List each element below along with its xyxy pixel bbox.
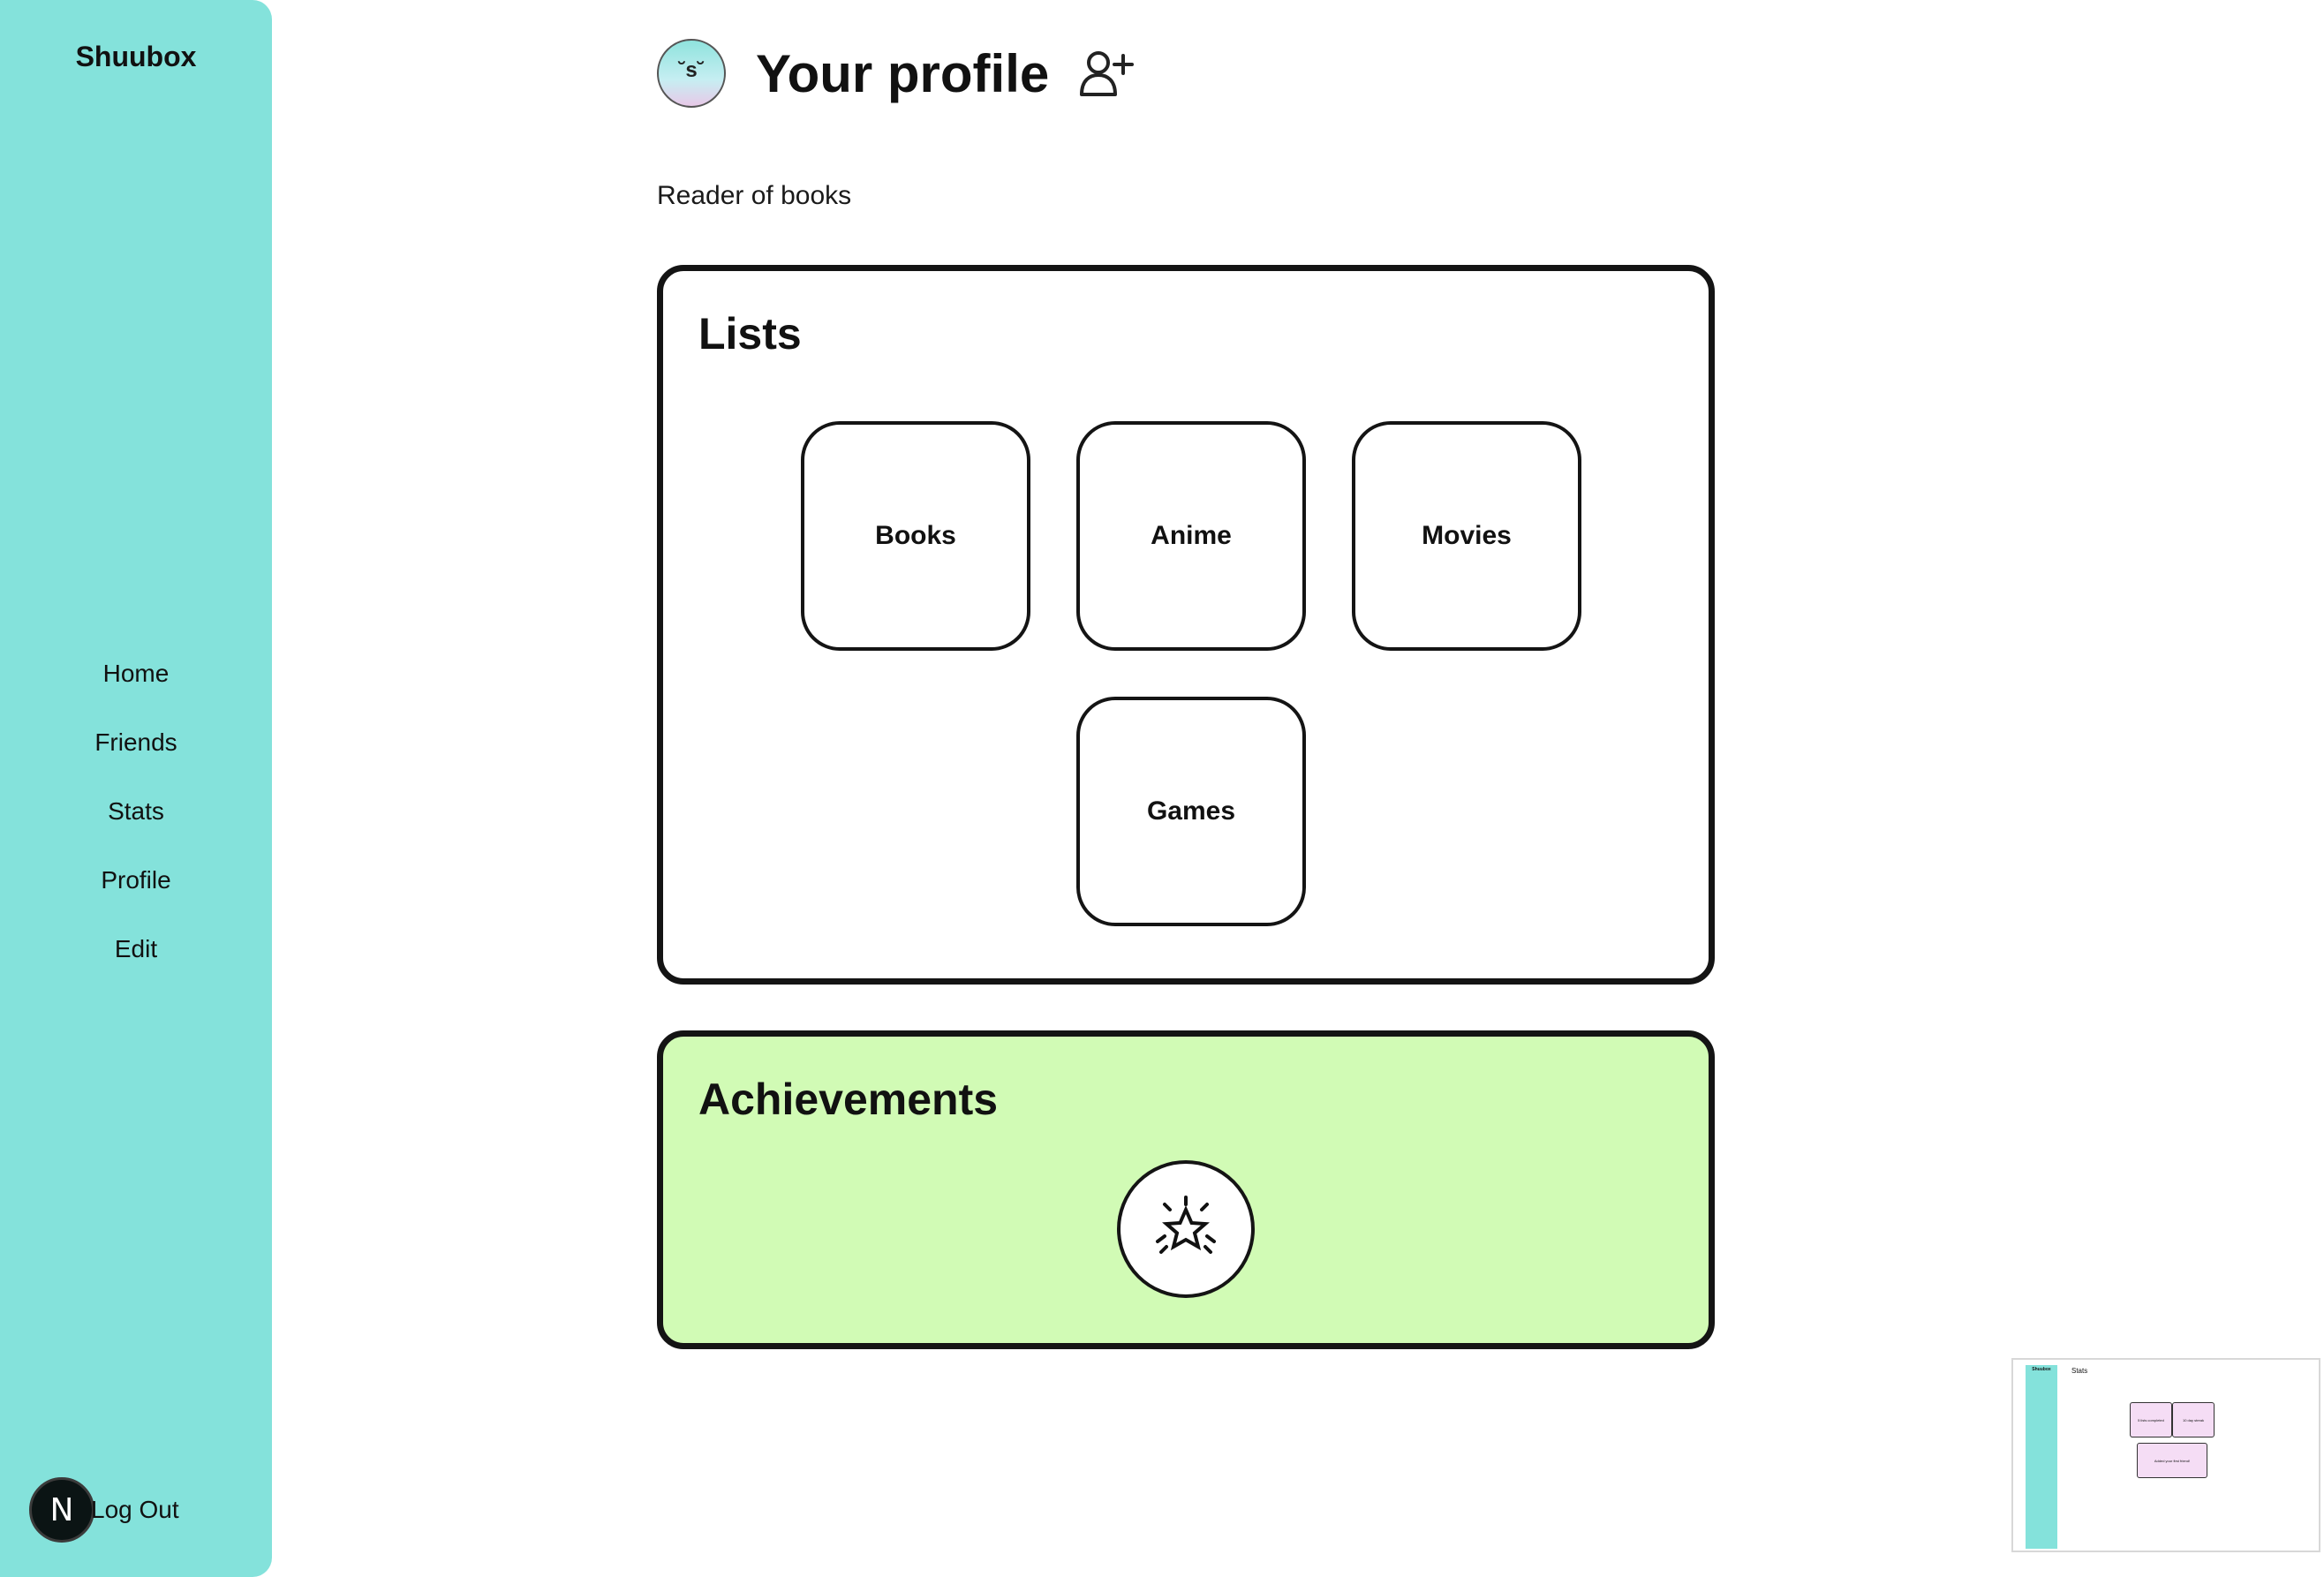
logout-label[interactable]: Log Out [91,1496,179,1523]
sidebar: Shuubox Home Friends Stats Profile Edit … [0,0,272,1577]
nav-item-friends[interactable]: Friends [94,728,177,756]
list-tile-books[interactable]: Books [801,421,1030,651]
preview-sidebar [2026,1365,2057,1549]
lists-card: Lists Books Anime Movies Games [657,265,1715,985]
nav-item-home[interactable]: Home [102,660,170,687]
nav-item-profile[interactable]: Profile [101,866,171,894]
list-tile-games[interactable]: Games [1076,697,1306,926]
preview-tile: 5 lists completed [2130,1402,2172,1437]
brand-logo[interactable]: Shuubox [75,41,197,72]
page-preview-thumbnail[interactable]: Shuubox Stats 5 lists completed 10 day s… [2011,1358,2320,1552]
preview-title: Stats [2071,1367,2088,1375]
profile-bio: Reader of books [657,181,852,210]
profile-header: ˘s˘ Your profile [657,39,1135,108]
preview-tile: Added your first friend! [2137,1443,2207,1478]
preview-tile: 10 day streak [2172,1402,2215,1437]
avatar-face: ˘s˘ [678,58,705,82]
achievements-card: Achievements [657,1030,1715,1349]
nav-item-edit[interactable]: Edit [114,935,158,962]
achievements-title: Achievements [698,1075,999,1124]
sparkle-star-icon [1156,1196,1216,1254]
list-tile-movies[interactable]: Movies [1352,421,1581,651]
preview-brand: Shuubox [2032,1367,2051,1372]
page-title: Your profile [756,43,1050,103]
dev-badge-icon[interactable]: N [29,1477,94,1543]
nav-item-stats[interactable]: Stats [108,797,164,825]
avatar[interactable]: ˘s˘ [657,39,726,108]
list-tile-anime[interactable]: Anime [1076,421,1306,651]
logout-button[interactable]: N Log Out [29,1476,179,1543]
user-plus-icon[interactable] [1079,49,1135,98]
achievement-badge[interactable] [1117,1160,1255,1298]
lists-title: Lists [698,309,802,358]
sidebar-nav: Home Friends Stats Profile Edit [0,651,272,995]
